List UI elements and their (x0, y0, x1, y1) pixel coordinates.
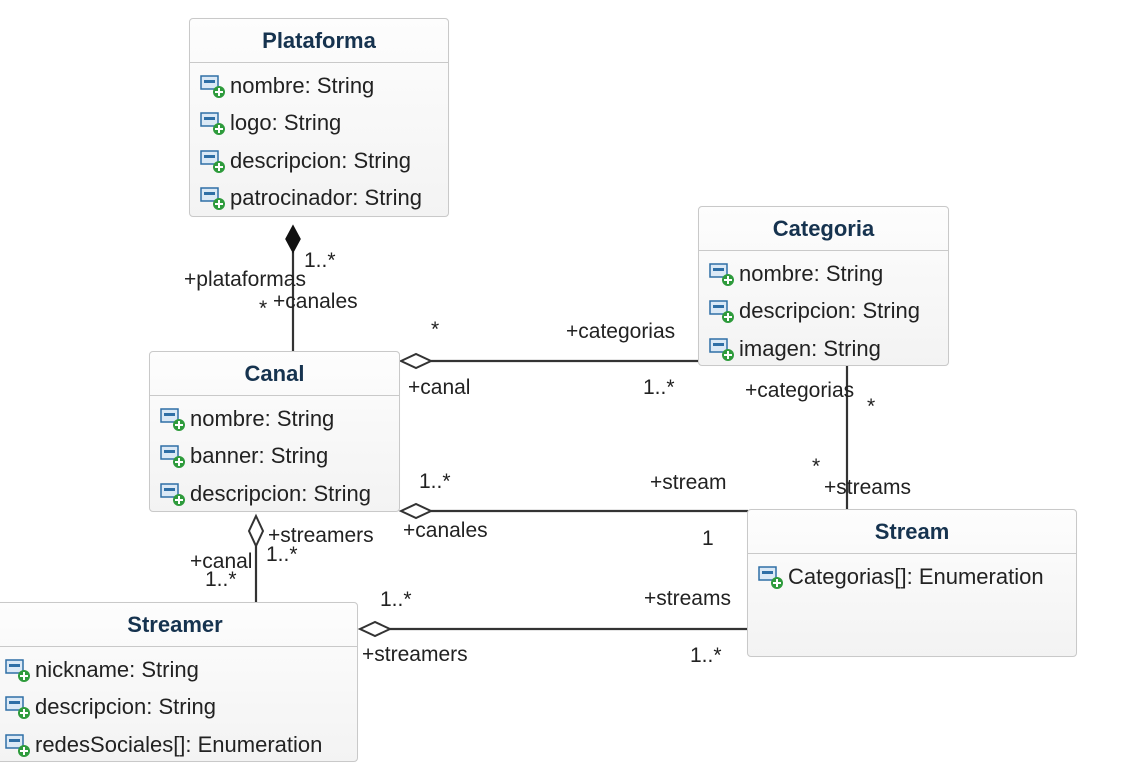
attribute-text: redesSociales[]: Enumeration (35, 731, 323, 757)
role-label: +canales (403, 519, 488, 542)
aggregation-diamond-canal-streamer (247, 513, 265, 549)
attribute-add-icon (160, 408, 185, 431)
role-label: +canal (408, 376, 471, 399)
attribute-row[interactable]: nombre: String (150, 400, 399, 438)
class-title: Streamer (0, 603, 357, 647)
attribute-text: descripcion: String (190, 480, 371, 506)
attribute-text: descripcion: String (739, 298, 920, 324)
attribute-row[interactable]: descripcion: String (190, 142, 448, 180)
attribute-row[interactable]: Categorias[]: Enumeration (748, 558, 1076, 596)
role-label: +stream (650, 471, 727, 494)
role-label: +plataformas (184, 268, 306, 291)
class-stream[interactable]: Stream Categorias[]: Enumeration (747, 509, 1077, 657)
attribute-row[interactable]: nombre: String (190, 67, 448, 105)
attribute-text: nombre: String (230, 72, 375, 98)
attribute-row[interactable]: descripcion: String (0, 689, 357, 727)
role-label: +canales (273, 290, 358, 313)
role-label: +streamers (268, 524, 374, 547)
aggregation-diamond-streamer-stream (357, 620, 393, 638)
attribute-add-icon (709, 300, 734, 324)
class-categoria[interactable]: Categoria nombre: String descripcion: St… (698, 206, 949, 366)
class-canal[interactable]: Canal nombre: String banner: String desc… (149, 351, 400, 512)
attribute-text: nombre: String (190, 405, 335, 431)
attribute-row[interactable]: nombre: String (699, 255, 948, 293)
attribute-row[interactable]: nickname: String (0, 651, 357, 689)
aggregation-diamond-canal-stream (398, 502, 434, 520)
multiplicity-label: 1..* (205, 568, 237, 591)
attribute-text: banner: String (190, 443, 329, 469)
attribute-text: patrocinador: String (230, 185, 422, 211)
class-title: Stream (748, 510, 1076, 554)
multiplicity-label: 1..* (380, 588, 412, 611)
multiplicity-label: 1..* (419, 470, 451, 493)
multiplicity-label: 1..* (266, 543, 298, 566)
multiplicity-label: * (812, 455, 821, 478)
role-label: +streams (644, 587, 731, 610)
multiplicity-label: * (431, 318, 440, 341)
attribute-add-icon (200, 187, 225, 211)
attribute-add-icon (709, 263, 734, 286)
attribute-row[interactable]: patrocinador: String (190, 180, 448, 218)
multiplicity-label: 1 (702, 527, 714, 550)
aggregation-diamond-canal-categoria (398, 352, 434, 370)
class-streamer[interactable]: Streamer nickname: String descripcion: S… (0, 602, 358, 762)
attribute-add-icon (5, 659, 30, 682)
attribute-add-icon (200, 150, 225, 173)
multiplicity-label: * (867, 395, 876, 418)
attribute-text: imagen: String (739, 335, 881, 361)
attribute-add-icon (160, 445, 185, 469)
multiplicity-label: 1..* (643, 376, 675, 399)
class-title: Categoria (699, 207, 948, 251)
multiplicity-label: * (259, 297, 268, 320)
attribute-row[interactable]: logo: String (190, 105, 448, 143)
attribute-text: nickname: String (35, 656, 199, 682)
attribute-add-icon (5, 696, 30, 720)
attribute-add-icon (758, 566, 783, 589)
attribute-row[interactable]: redesSociales[]: Enumeration (0, 726, 357, 764)
attribute-add-icon (709, 338, 734, 361)
attribute-text: nombre: String (739, 260, 884, 286)
attribute-text: Categorias[]: Enumeration (788, 563, 1044, 589)
composition-diamond (285, 224, 301, 254)
attribute-row[interactable]: banner: String (150, 438, 399, 476)
attribute-row[interactable]: descripcion: String (150, 475, 399, 513)
attribute-add-icon (5, 734, 30, 757)
role-label: +categorias (745, 379, 855, 402)
class-title: Canal (150, 352, 399, 396)
attribute-text: descripcion: String (35, 694, 216, 720)
attribute-add-icon (200, 75, 225, 98)
multiplicity-label: 1..* (304, 249, 336, 272)
attribute-text: logo: String (230, 110, 342, 136)
class-plataforma[interactable]: Plataforma nombre: String logo: String d… (189, 18, 449, 217)
class-title: Plataforma (190, 19, 448, 63)
role-label: +streams (824, 476, 911, 499)
attribute-row[interactable]: descripcion: String (699, 293, 948, 331)
role-label: +streamers (362, 643, 468, 666)
attribute-text: descripcion: String (230, 147, 411, 173)
role-label: +canal (190, 550, 253, 573)
role-label: +categorias (566, 320, 676, 343)
attribute-add-icon (200, 112, 225, 136)
multiplicity-label: 1..* (690, 644, 722, 667)
attribute-add-icon (160, 483, 185, 506)
attribute-row[interactable]: imagen: String (699, 330, 948, 368)
